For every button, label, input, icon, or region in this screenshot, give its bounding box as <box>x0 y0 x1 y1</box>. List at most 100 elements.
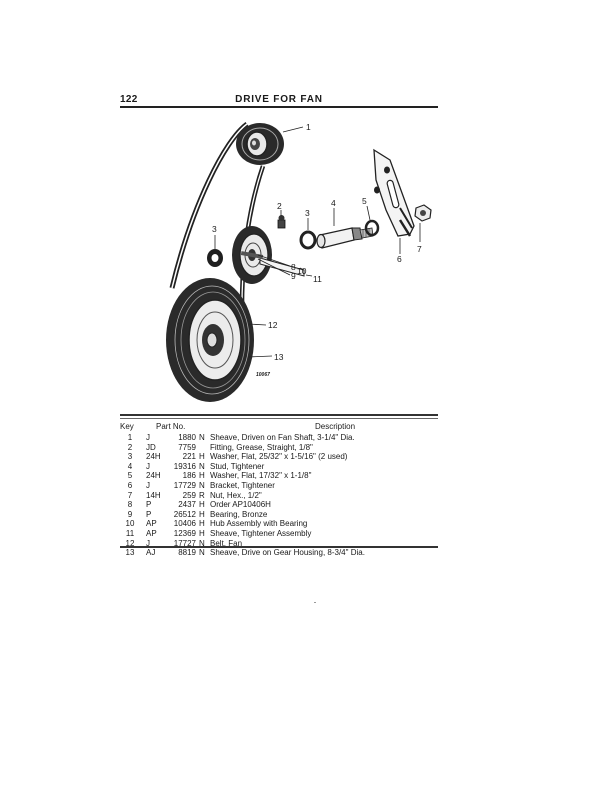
header-part-no: Part No. <box>156 422 186 431</box>
washer-right-drawing <box>299 230 317 250</box>
row-key: 10 <box>125 519 135 529</box>
row-key: 9 <box>127 509 133 519</box>
row-part-number: 17727 <box>173 538 196 548</box>
row-key: 5 <box>127 471 133 481</box>
callout-2: 2 <box>277 201 282 211</box>
row-part-number: 186 <box>182 471 196 481</box>
callout-5: 5 <box>362 196 367 206</box>
row-part-prefix: P <box>146 500 152 510</box>
row-part-suffix: N <box>199 538 205 548</box>
callout-1: 1 <box>306 122 311 132</box>
row-description: Order AP10406H <box>210 500 271 510</box>
row-key: 2 <box>127 442 133 452</box>
row-part-number: 17729 <box>173 480 196 490</box>
tightener-stud-drawing <box>316 227 374 249</box>
row-part-prefix: 24H <box>146 471 161 481</box>
page-number: 122 <box>120 94 138 105</box>
row-description: Fitting, Grease, Straight, 1/8" <box>210 442 313 452</box>
row-part-prefix: P <box>146 509 152 519</box>
row-part-suffix: N <box>199 548 205 558</box>
row-part-number: 10406 <box>173 519 196 529</box>
row-description: Bracket, Tightener <box>210 480 275 490</box>
tightener-sheave-drawing <box>232 226 305 284</box>
row-description: Hub Assembly with Bearing <box>210 519 308 529</box>
callout-11: 11 <box>313 274 322 284</box>
row-part-suffix: R <box>199 490 205 500</box>
header-key: Key <box>120 422 134 431</box>
row-part-prefix: 14H <box>146 490 161 500</box>
table-header-row: Key Part No. Description <box>120 422 438 433</box>
row-description: Sheave, Drive on Gear Housing, 8-3/4" Di… <box>210 548 365 558</box>
callout-12: 12 <box>268 320 278 330</box>
driven-sheave-drawing <box>236 123 284 165</box>
row-part-suffix: H <box>199 528 205 538</box>
row-part-prefix: J <box>146 461 150 471</box>
drive-sheave-drawing <box>166 278 254 402</box>
row-part-prefix: JD <box>146 442 156 452</box>
callout-8: 8 <box>291 262 296 272</box>
stray-mark <box>314 602 316 603</box>
row-key: 11 <box>125 528 135 538</box>
row-description: Sheave, Tightener Assembly <box>210 528 312 538</box>
row-part-number: 26512 <box>173 509 196 519</box>
row-part-prefix: AJ <box>146 548 156 558</box>
row-part-prefix: AP <box>146 519 157 529</box>
row-part-prefix: AP <box>146 528 157 538</box>
row-part-prefix: J <box>146 480 150 490</box>
callout-leaders <box>214 126 421 358</box>
row-part-number: 8819 <box>178 548 196 558</box>
row-part-suffix: H <box>199 509 205 519</box>
header-rule <box>120 106 438 108</box>
row-part-suffix: H <box>199 519 205 529</box>
row-description: Sheave, Driven on Fan Shaft, 3-1/4" Dia. <box>210 433 355 442</box>
row-description: Bearing, Bronze <box>210 509 268 519</box>
washer-left-drawing <box>207 249 223 267</box>
row-part-prefix: J <box>146 433 150 442</box>
callout-4: 4 <box>331 198 336 208</box>
row-key: 13 <box>125 548 135 558</box>
row-part-number: 221 <box>182 452 196 462</box>
callout-3-left: 3 <box>212 224 217 234</box>
parts-diagram: 1 2 3 4 5 6 7 3 8 9 10 11 12 13 10067 <box>120 110 438 410</box>
row-description: Nut, Hex., 1/2" <box>210 490 262 500</box>
row-description: Stud, Tightener <box>210 461 265 471</box>
table-top-rule-thin <box>120 418 438 419</box>
row-part-number: 259 <box>182 490 196 500</box>
row-part-number: 1880 <box>178 433 196 442</box>
washer-small-drawing <box>364 219 380 237</box>
row-part-suffix: N <box>199 433 205 442</box>
row-description: Washer, Flat, 17/32" x 1-1/8" <box>210 471 312 481</box>
hex-nut-drawing <box>414 204 432 222</box>
callout-7: 7 <box>417 244 422 254</box>
row-part-suffix: H <box>199 452 205 462</box>
row-key: 3 <box>127 452 133 462</box>
table-bottom-rule <box>120 546 438 548</box>
page-header: 122 DRIVE FOR FAN <box>120 94 438 108</box>
table-top-rule <box>120 414 438 416</box>
figure-code: 10067 <box>256 372 270 378</box>
row-part-prefix: 24H <box>146 452 161 462</box>
row-key: 1 <box>127 433 133 442</box>
row-part-number: 2437 <box>178 500 196 510</box>
callout-13: 13 <box>274 352 284 362</box>
row-part-suffix: H <box>199 500 205 510</box>
row-part-suffix: N <box>199 480 205 490</box>
row-part-prefix: J <box>146 538 150 548</box>
row-key: 8 <box>127 500 133 510</box>
row-part-suffix: H <box>199 471 205 481</box>
row-part-number: 12369 <box>173 528 196 538</box>
row-key: 7 <box>127 490 133 500</box>
row-description: Washer, Flat, 25/32" x 1-5/16" (2 used) <box>210 452 348 462</box>
